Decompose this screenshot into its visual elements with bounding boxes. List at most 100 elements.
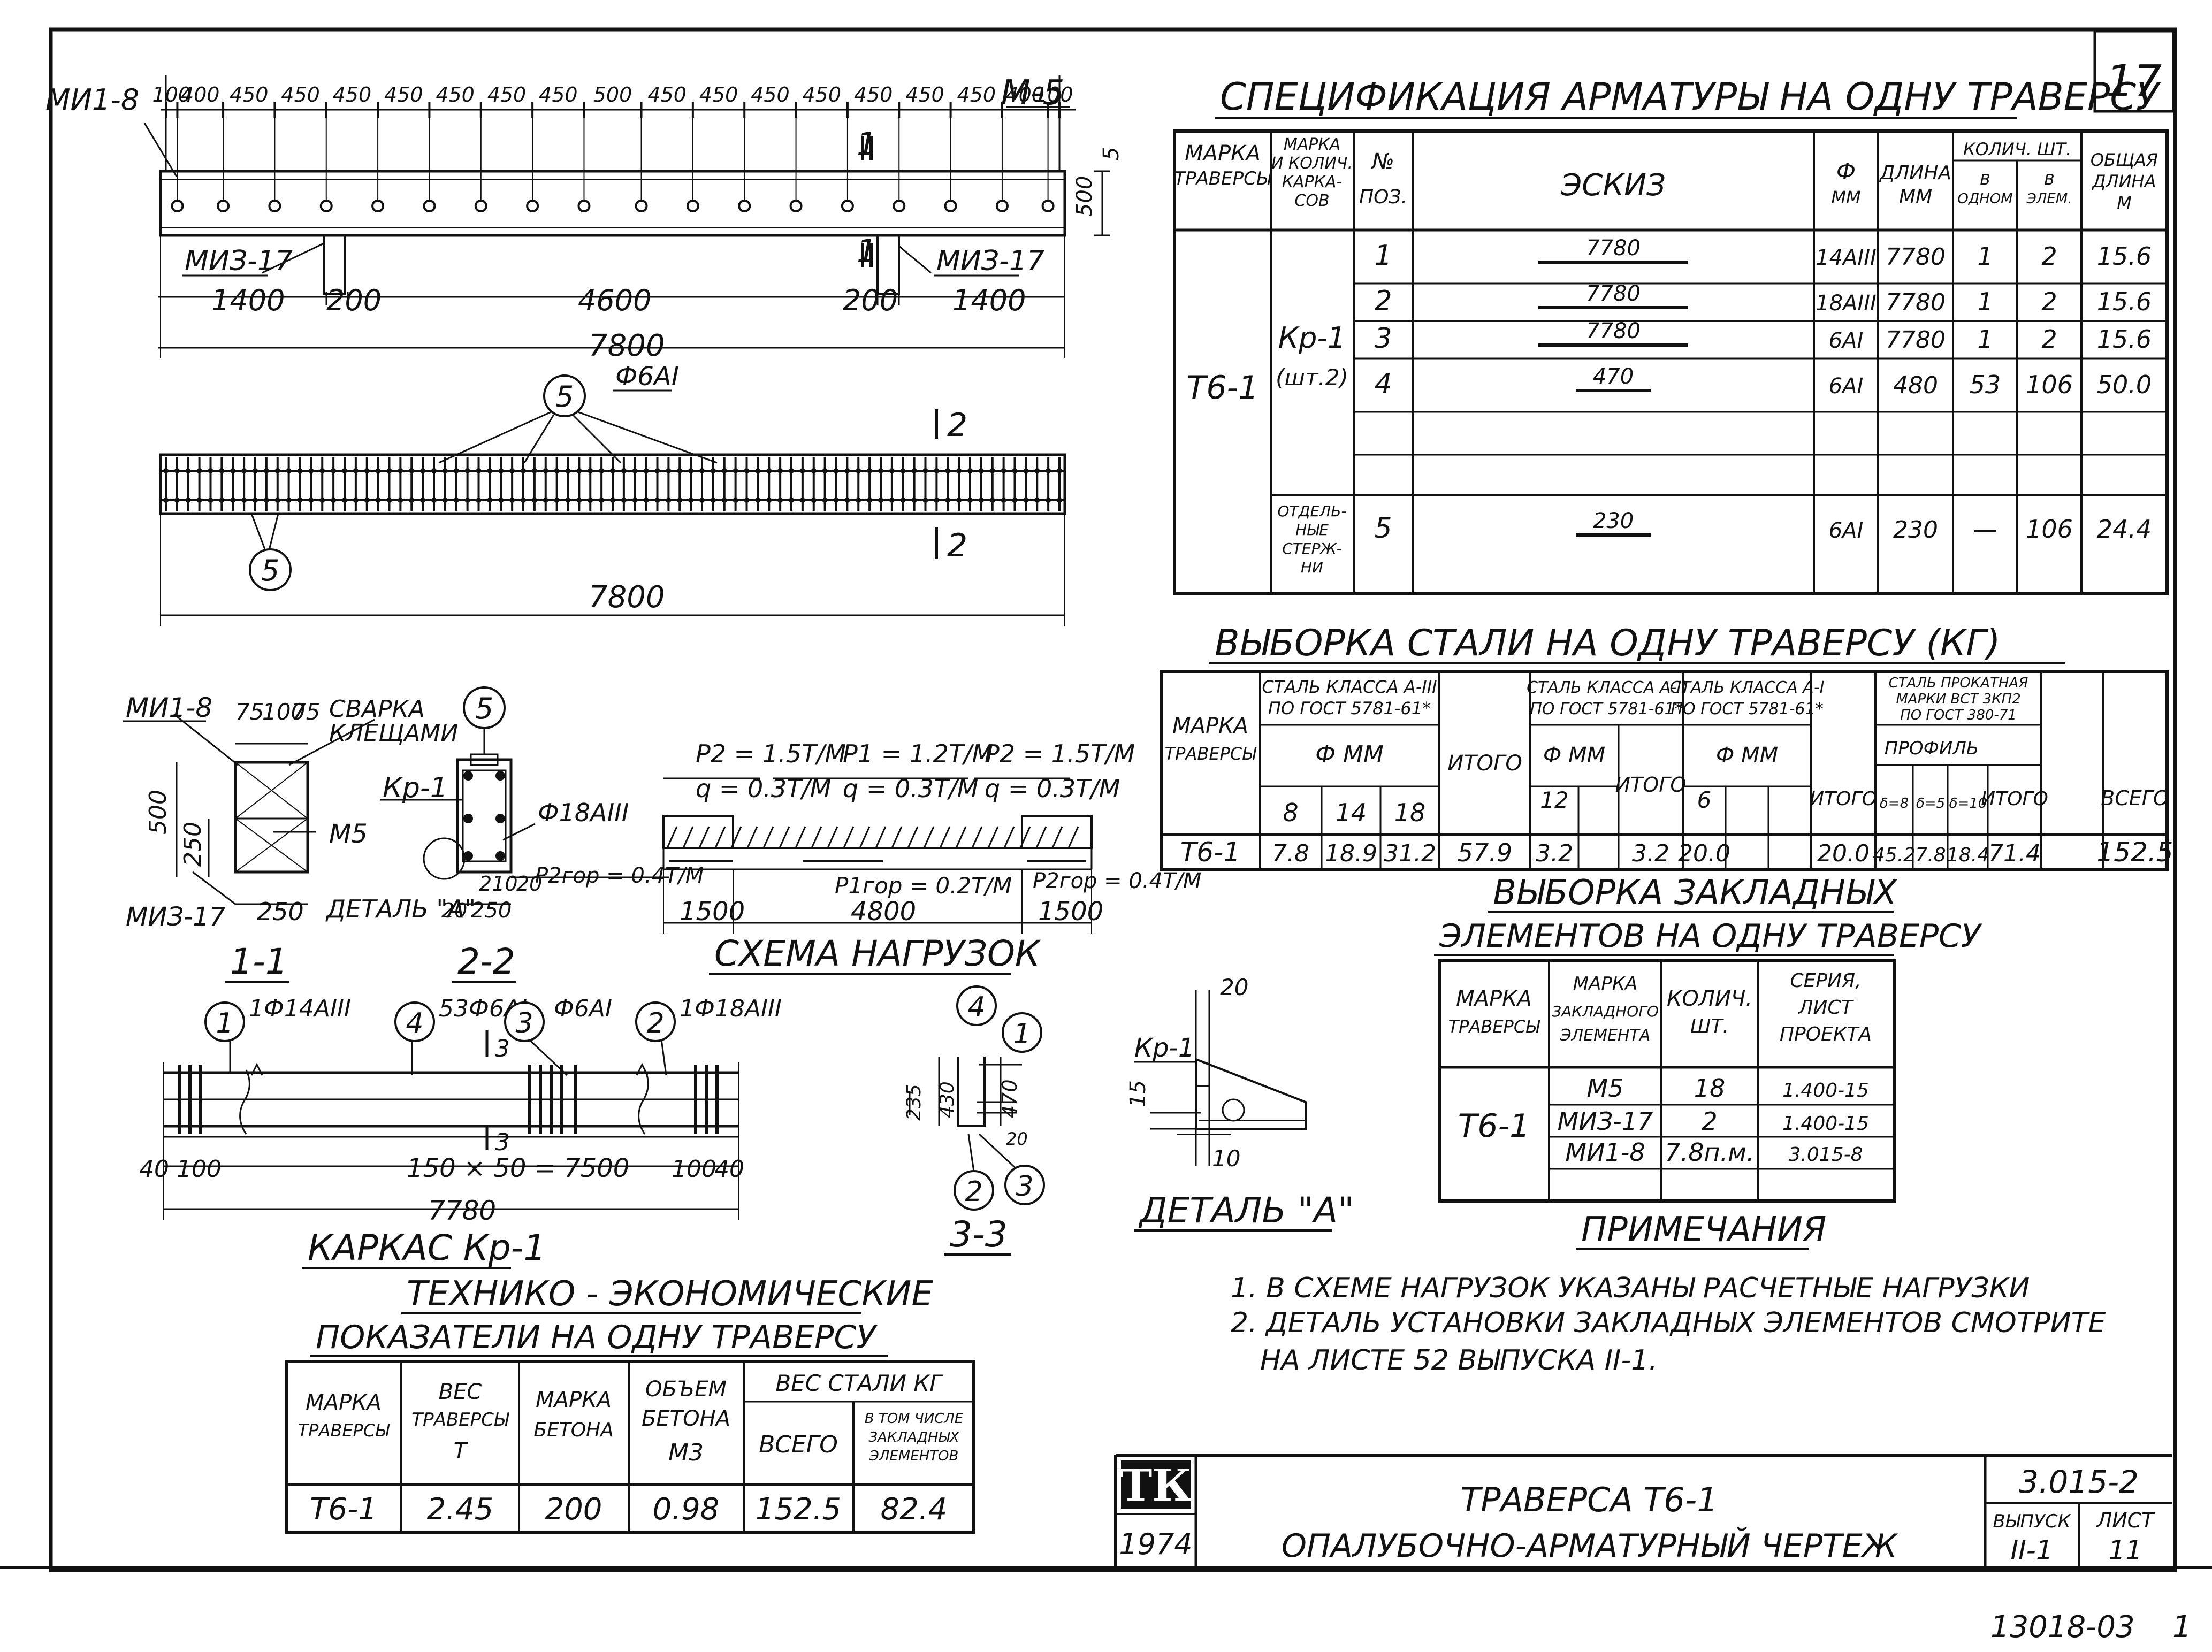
- stirrup-node: [196, 468, 202, 473]
- stirrup-node: [956, 498, 962, 503]
- stirrup-node: [666, 468, 672, 473]
- stirrup-node: [464, 498, 470, 503]
- svg-text:ВСЕГО: ВСЕГО: [759, 1431, 838, 1458]
- dim-250-sec22: 250: [471, 898, 512, 923]
- stirrup-node: [1034, 498, 1040, 503]
- steel-cell: 20.0: [1678, 840, 1730, 867]
- tk-logo: ТК: [1119, 1460, 1192, 1511]
- spec-len: 230: [1893, 516, 1938, 544]
- stirrup-node: [364, 468, 370, 473]
- stirrup-node: [889, 468, 895, 473]
- stirrup-node: [744, 468, 750, 473]
- stirrup-node: [509, 498, 515, 503]
- stirrup-node: [989, 468, 995, 473]
- detail-a-title: ДЕТАЛЬ "А": [1138, 1190, 1354, 1231]
- stirrup-node: [453, 498, 459, 503]
- title-sheet: 11: [2108, 1535, 2142, 1566]
- stirrup-node: [755, 468, 761, 473]
- dim-7800-plan: 7800: [589, 580, 665, 615]
- dim-500-sec: 500: [144, 790, 172, 835]
- dim-500: 500: [1072, 176, 1097, 217]
- svg-text:ММ: ММ: [1831, 187, 1860, 208]
- title-name-2: ОПАЛУБОЧНО-АРМАТУРНЫЙ ЧЕРТЕЖ: [1282, 1527, 1898, 1565]
- spec-diam: 18АIII: [1816, 291, 1877, 316]
- stirrup-node: [755, 498, 761, 503]
- stirrup-node: [822, 468, 828, 473]
- stirrup-node: [230, 468, 236, 473]
- spec-total: 15.6: [2097, 325, 2152, 354]
- dim-4800: 4800: [851, 897, 916, 927]
- stirrup-node: [498, 468, 504, 473]
- steel-cell: 3.2: [1536, 840, 1573, 867]
- steel-title: ВЫБОРКА СТАЛИ НА ОДНУ ТРАВЕРСУ (КГ): [1215, 622, 2001, 664]
- svg-text:МАРКА: МАРКА: [306, 1390, 382, 1415]
- spec-diam: 14АIII: [1816, 246, 1877, 270]
- stirrup-node: [286, 468, 292, 473]
- stirrup-node: [398, 468, 403, 473]
- rebar-dot: [463, 851, 473, 861]
- spec-pos: 4: [1374, 368, 1392, 400]
- stirrup-node: [476, 468, 482, 473]
- stirrup-node: [822, 498, 828, 503]
- svg-text:ТРАВЕРСЫ: ТРАВЕРСЫ: [298, 1420, 391, 1441]
- svg-text:№: №: [1371, 149, 1394, 174]
- title-name-1: ТРАВЕРСА Т6-1: [1460, 1480, 1718, 1519]
- stirrup-node: [699, 468, 705, 473]
- stirrup-node: [989, 498, 995, 503]
- svg-text:ЭЛЕМЕНТА: ЭЛЕМЕНТА: [1560, 1026, 1651, 1045]
- load-arrow: [971, 826, 983, 848]
- stirrup-node: [945, 498, 951, 503]
- svg-text:ПО ГОСТ 5781-61*: ПО ГОСТ 5781-61*: [1530, 700, 1682, 718]
- title-year: 1974: [1119, 1527, 1192, 1561]
- spec-n2: 2: [2041, 325, 2057, 354]
- tech-val-steel-embedded: 82.4: [881, 1492, 948, 1527]
- svg-text:ТРАВЕРСЫ: ТРАВЕРСЫ: [1174, 168, 1272, 189]
- label-mi1-8: МИ1-8: [45, 83, 139, 117]
- label-weld-2: КЛЕЩАМИ: [329, 720, 458, 747]
- load-hor-mid: P1гор = 0.2Т/М: [835, 873, 1012, 899]
- svg-text:ДЛИНА: ДЛИНА: [1879, 162, 1951, 184]
- stirrup-node: [219, 468, 225, 473]
- stirrup-node: [911, 468, 917, 473]
- dim-7800-top: 7800: [589, 328, 665, 363]
- svg-text:ИТОГО: ИТОГО: [1615, 773, 1687, 797]
- spec-table: СПЕЦИФИКАЦИЯ АРМАТУРЫ НА ОДНУ ТРАВЕРСУ М…: [1173, 75, 2169, 595]
- dim-250-sec: 250: [179, 822, 207, 867]
- stirrup-node: [900, 498, 906, 503]
- load-hor-right: P2гор = 0.4Т/М: [1033, 869, 1201, 893]
- embedded-title-2: ЭЛЕМЕНТОВ НА ОДНУ ТРАВЕРСУ: [1439, 917, 1982, 955]
- rebar-dot: [463, 771, 473, 781]
- svg-text:ВЕС СТАЛИ КГ: ВЕС СТАЛИ КГ: [775, 1370, 944, 1396]
- embedded-table: ВЫБОРКА ЗАКЛАДНЫХ ЭЛЕМЕНТОВ НА ОДНУ ТРАВ…: [1434, 873, 1982, 1203]
- spec-header: МАРКА ТРАВЕРСЫ МАРКА И КОЛИЧ. КАРКА- СОВ…: [1174, 135, 2158, 213]
- stirrup-node: [297, 498, 303, 503]
- steel-cell: 18.4: [1947, 844, 1989, 866]
- spec-n2: 106: [2026, 370, 2073, 399]
- svg-text:МАРКА: МАРКА: [536, 1388, 612, 1412]
- stirrup-node: [688, 468, 694, 473]
- top-dim-label: 450: [281, 83, 320, 106]
- stirrup-node: [375, 498, 381, 503]
- spec-n1: 1: [1977, 242, 1993, 271]
- stirrup-node: [956, 468, 962, 473]
- stirrup-node: [431, 468, 437, 473]
- svg-text:Ф ММ: Ф ММ: [1315, 741, 1384, 768]
- stirrup-node: [945, 468, 951, 473]
- stirrup-node: [1001, 498, 1006, 503]
- note-3: НА ЛИСТЕ 52 ВЫПУСКА II-1.: [1260, 1344, 1658, 1376]
- dim-1500-right: 1500: [1038, 897, 1103, 927]
- section-3-3: [909, 1057, 1022, 1173]
- svg-text:Ф: Ф: [1836, 158, 1856, 185]
- dim-20-sec22: 20: [516, 872, 542, 896]
- stirrup-node: [565, 468, 571, 473]
- embedded-plate: [1041, 200, 1055, 212]
- break-mark: [239, 1069, 250, 1135]
- top-dim-label: 500: [593, 83, 632, 106]
- stirrup-node: [632, 468, 638, 473]
- svg-text:В: В: [1980, 171, 1990, 188]
- stirrup-node: [789, 468, 794, 473]
- label-kr1-sec22: Кр-1: [383, 772, 448, 804]
- dim-250-bottom: 250: [257, 897, 304, 926]
- embedded-plate: [841, 200, 854, 212]
- svg-text:СТАЛЬ ПРОКАТНАЯ: СТАЛЬ ПРОКАТНАЯ: [1889, 675, 2028, 691]
